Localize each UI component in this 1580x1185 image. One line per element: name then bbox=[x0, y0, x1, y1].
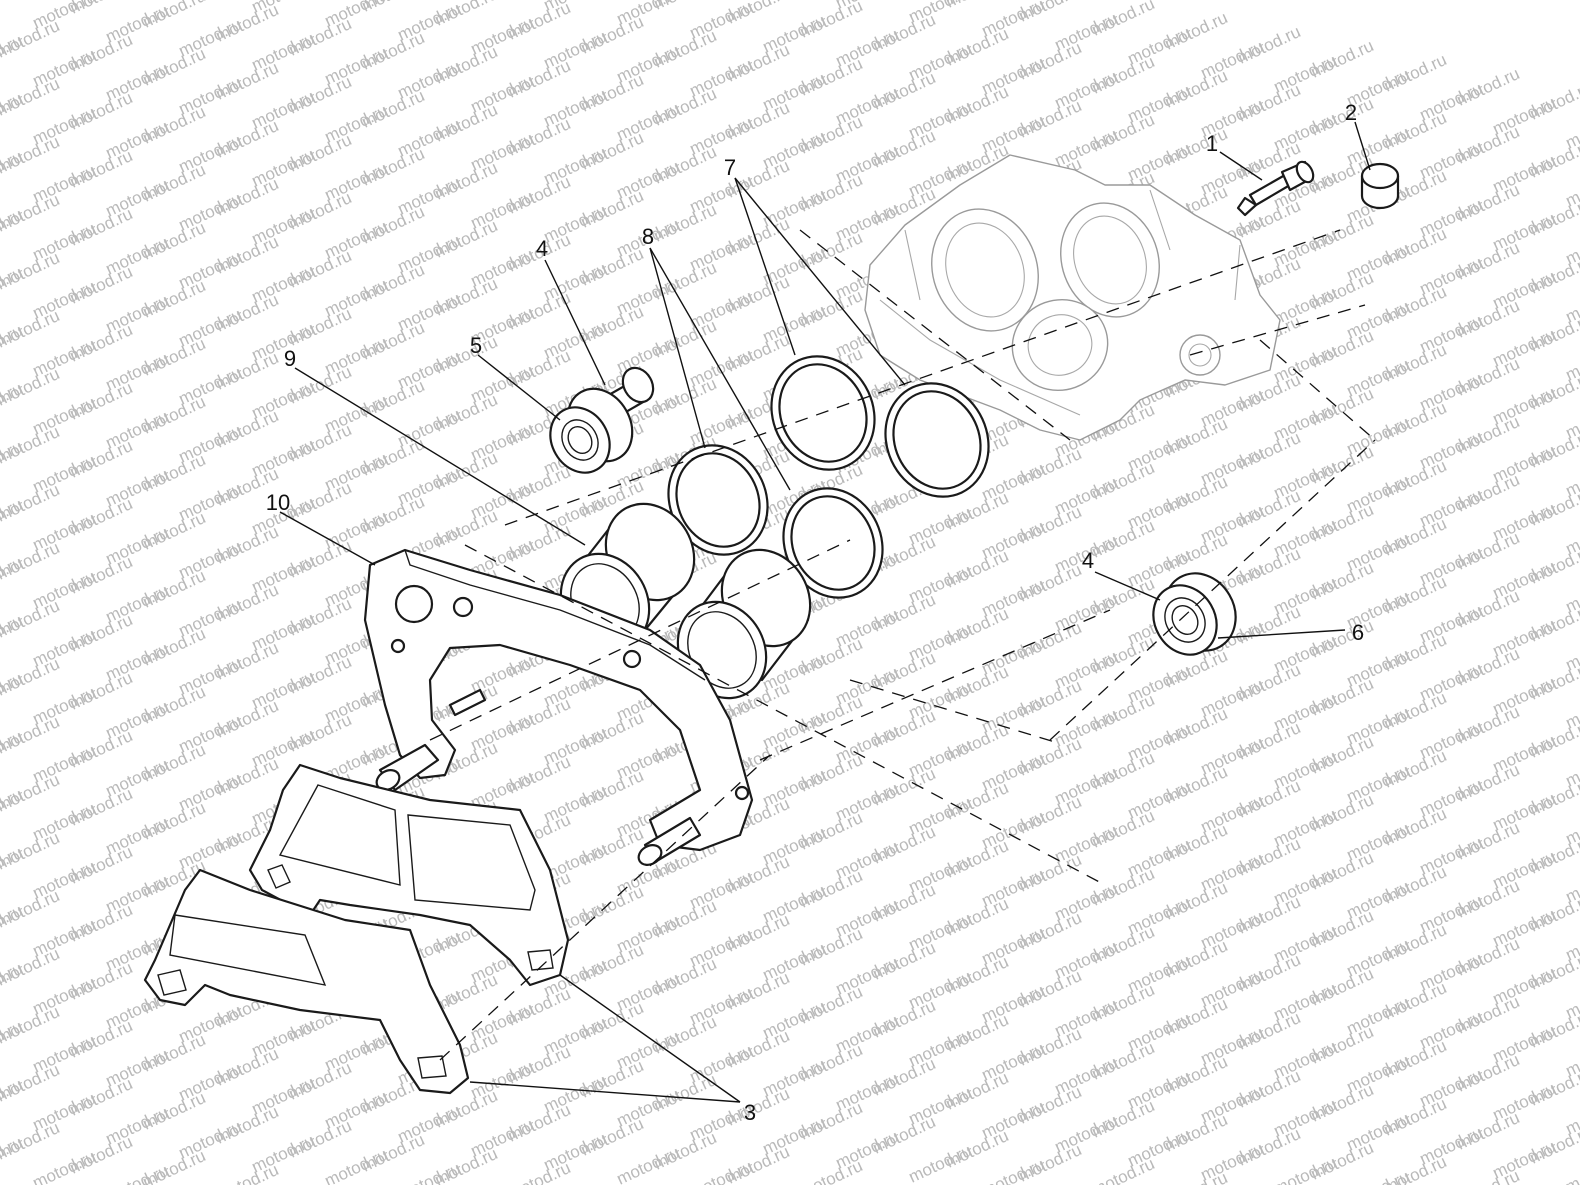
bleeder-screw bbox=[1236, 160, 1315, 217]
slide-pin-boot-rear bbox=[1152, 572, 1237, 656]
watermark-text: motod.ru bbox=[797, 1156, 866, 1185]
callout-4-rear: 4 bbox=[1082, 548, 1094, 573]
watermark-text: motod.ru bbox=[1344, 1167, 1413, 1185]
callout-1: 1 bbox=[1206, 131, 1218, 156]
callout-2: 2 bbox=[1345, 100, 1357, 125]
caliper-bracket bbox=[363, 548, 754, 866]
callout-3: 3 bbox=[744, 1100, 756, 1125]
watermark-text: motod.ru bbox=[505, 1158, 574, 1185]
piston-seal-inner bbox=[667, 444, 884, 599]
assembly-centrelines bbox=[429, 229, 1376, 1061]
watermark-text: motod.ru bbox=[322, 1145, 391, 1185]
watermark-text: motod.ru bbox=[30, 1147, 99, 1185]
callout-6: 6 bbox=[1352, 620, 1364, 645]
watermark-text: motod.ru bbox=[1271, 1153, 1340, 1185]
callout-7: 7 bbox=[724, 155, 736, 180]
brake-pad-set bbox=[143, 763, 570, 1095]
leader-lines bbox=[279, 121, 1371, 1103]
callout-4-top: 4 bbox=[536, 236, 548, 261]
watermark-text: motod.ru bbox=[213, 1160, 282, 1185]
watermark-text: motod.ru bbox=[1089, 1154, 1158, 1185]
watermark-text: motod.ru bbox=[614, 1143, 683, 1185]
bleeder-cap bbox=[1360, 162, 1400, 210]
watermark-text: motod.ru bbox=[286, 0, 355, 2]
callout-9: 9 bbox=[284, 346, 296, 371]
watermark-text: motod.ru bbox=[1162, 1168, 1231, 1185]
watermark-text: motod.ru bbox=[906, 1141, 975, 1185]
callouts: 1 2 3 4 4 5 6 7 8 9 10 bbox=[266, 100, 1364, 1125]
watermark-text: motod.ru bbox=[0, 0, 25, 19]
callout-5: 5 bbox=[470, 333, 482, 358]
piston-seal-outer bbox=[770, 355, 990, 498]
watermark-text: motod.ru bbox=[1563, 1151, 1580, 1185]
watermark-text: motod.ru bbox=[1454, 1166, 1523, 1185]
caliper-body bbox=[864, 154, 1281, 441]
watermark-text: motod.ru bbox=[979, 1155, 1048, 1185]
callout-8: 8 bbox=[642, 224, 654, 249]
watermark-text: motod.ru bbox=[103, 1161, 172, 1185]
callout-10: 10 bbox=[266, 490, 290, 515]
watermark-text: motod.ru bbox=[0, 0, 62, 4]
slide-pin-boot bbox=[549, 387, 634, 474]
